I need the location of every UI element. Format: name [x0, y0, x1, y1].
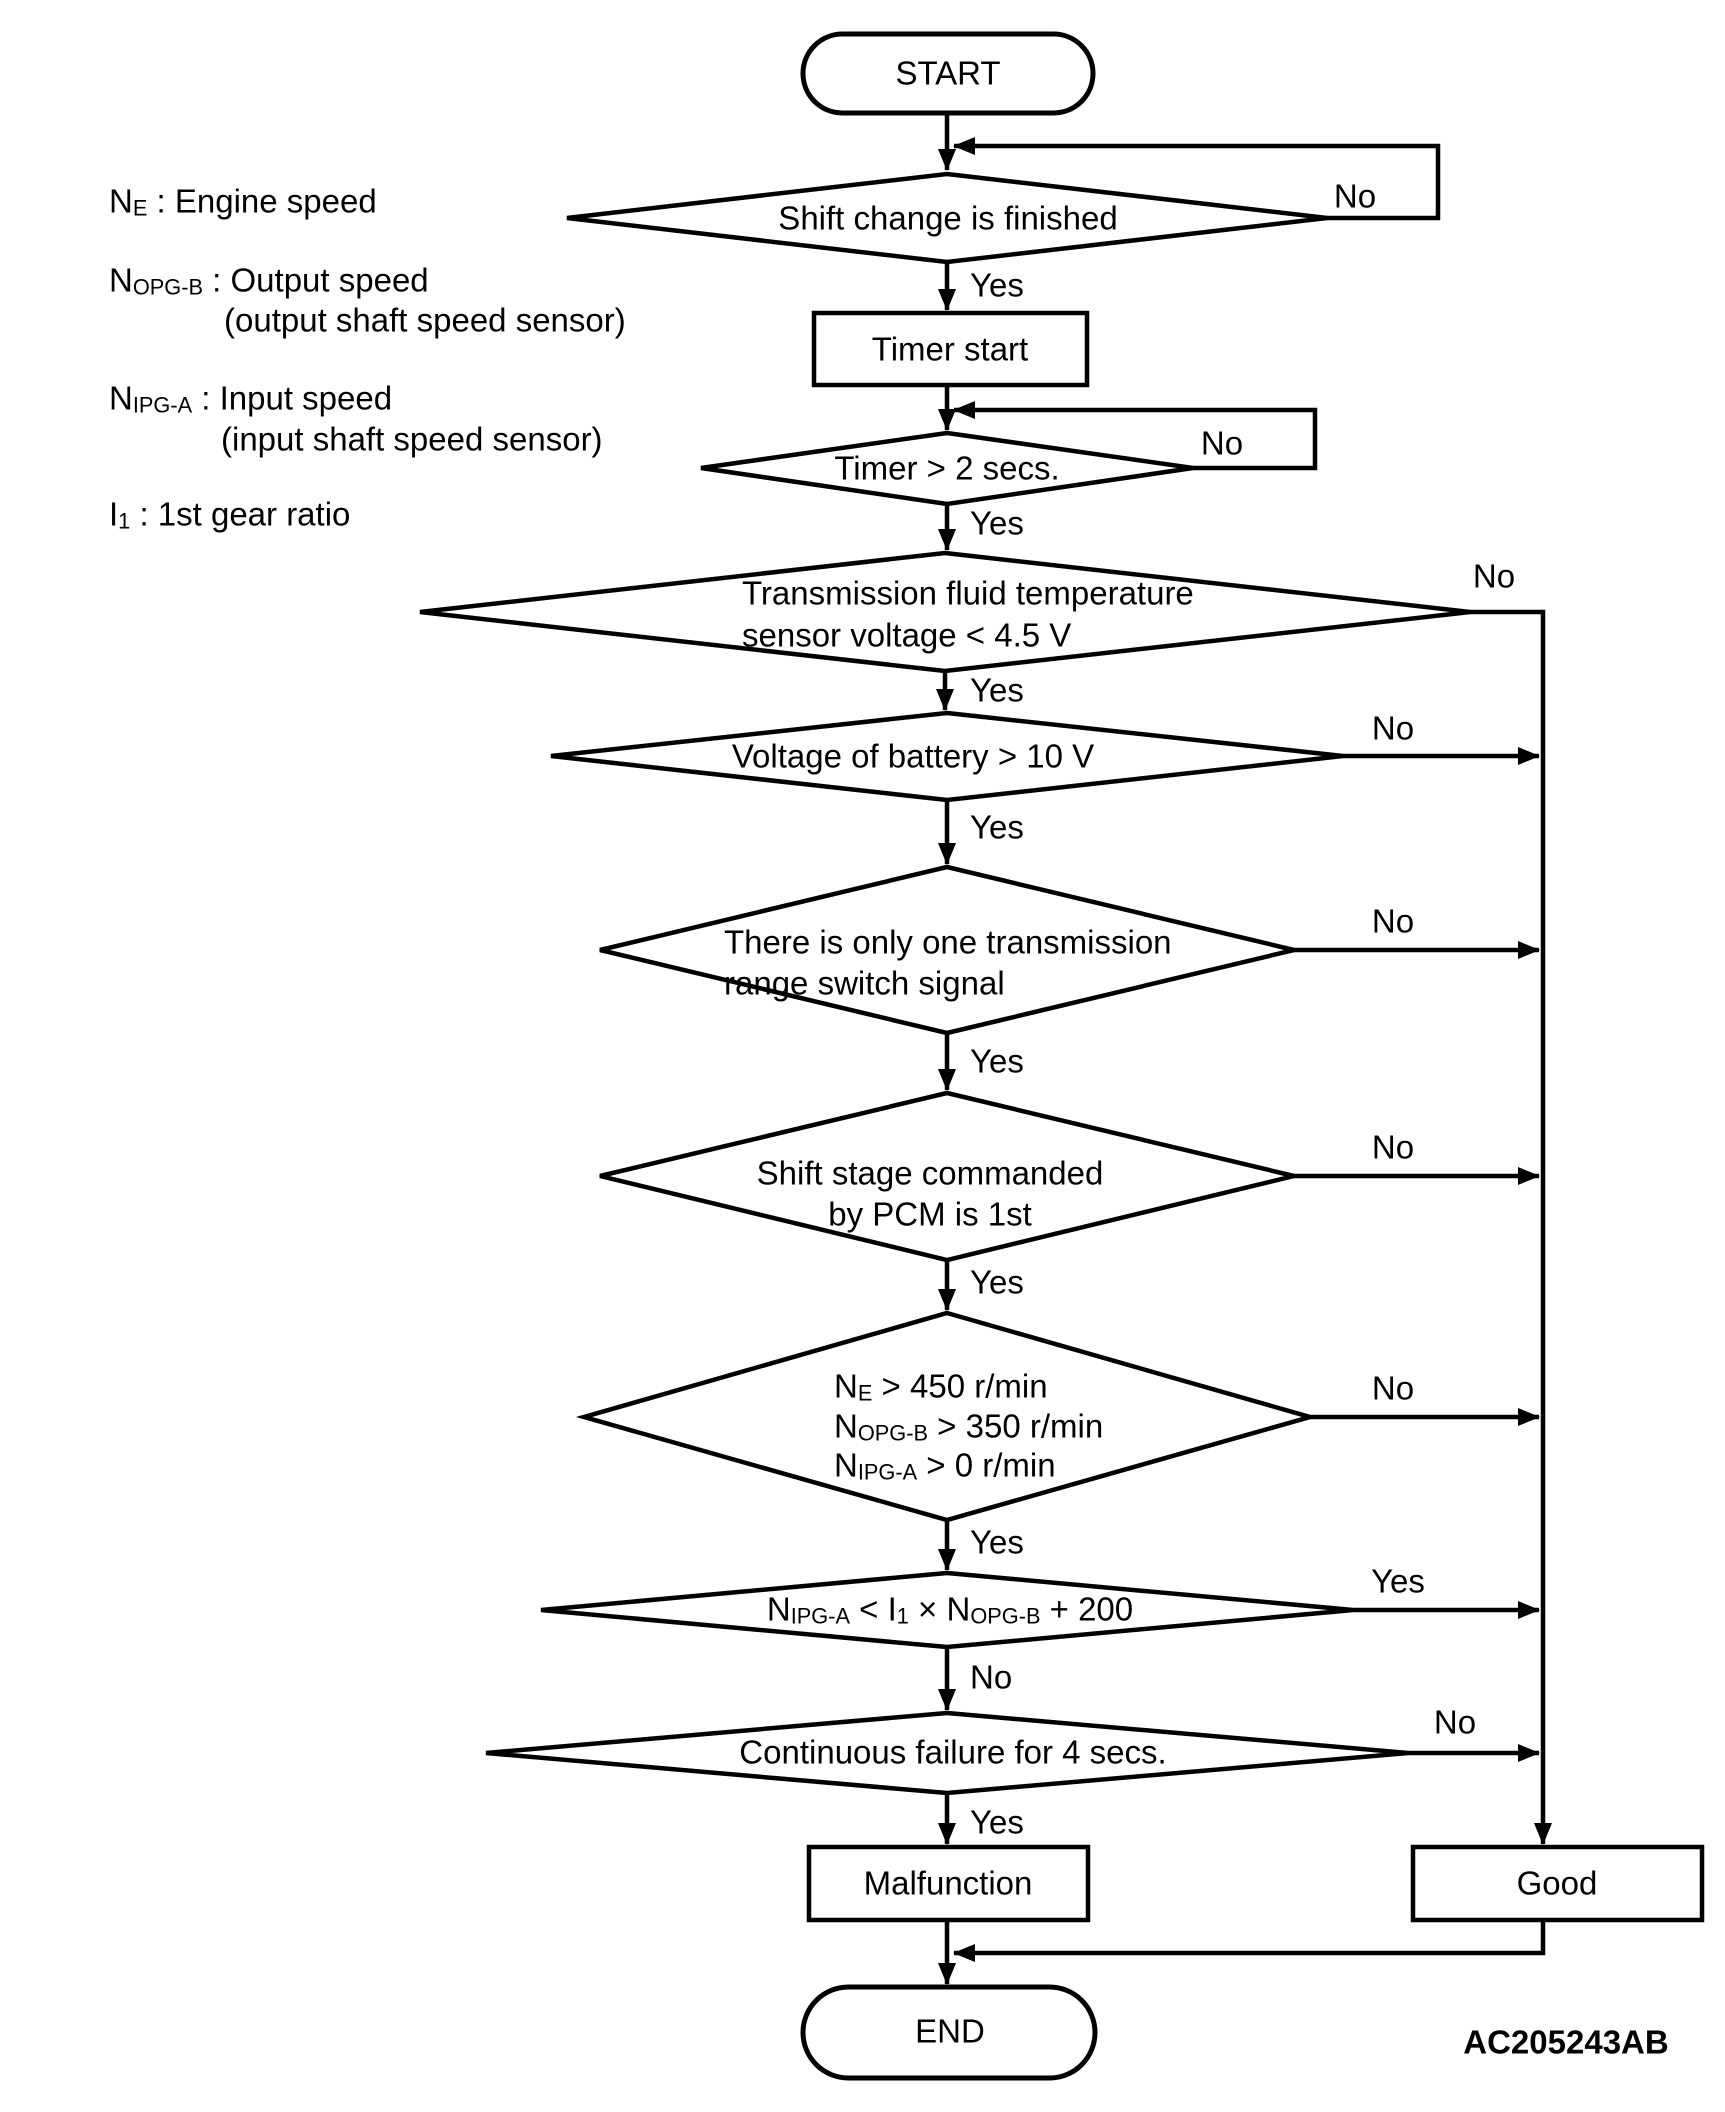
- decision-speeds-label-line1: NE > 450 r/min: [834, 1367, 1048, 1406]
- branch-label-speeds-yes: Yes: [970, 1523, 1024, 1561]
- end-node-shape: [800, 1984, 1098, 2081]
- decision-continuous-failure-label: Continuous failure for 4 secs.: [739, 1733, 1167, 1771]
- process-timer-start-shape: [811, 310, 1090, 388]
- decision-speeds-label-line2: NOPG-B > 350 r/min: [834, 1407, 1104, 1446]
- legend-item-engine-speed: NE : Engine speed: [109, 182, 377, 221]
- legend-note-output-speed: (output shaft speed sensor): [224, 301, 626, 339]
- branch-label-slip-check-no: No: [970, 1658, 1013, 1696]
- decision-shift-change-label: Shift change is finished: [778, 199, 1118, 237]
- loop-timer-check-no: [953, 401, 1318, 471]
- branch-label-fluid-temp-no: No: [1472, 557, 1516, 595]
- branch-label-battery-yes: Yes: [970, 808, 1024, 846]
- branch-label-shift-stage-no: No: [1371, 1128, 1415, 1166]
- figure-code: AC205243AB: [1463, 2023, 1669, 2061]
- loop-shift-change-no: [953, 137, 1441, 221]
- branch-label-shift-change-no: No: [1333, 177, 1377, 215]
- branch-label-timer-check-yes: Yes: [970, 504, 1024, 542]
- decision-range-switch-label-line1: There is only one transmission: [724, 923, 1172, 961]
- result-good-shape: [1410, 1844, 1705, 1923]
- branch-label-speeds-no: No: [1371, 1369, 1415, 1407]
- result-good-label: Good: [1516, 1864, 1598, 1902]
- decision-fluid-temp-label-line2: sensor voltage < 4.5 V: [742, 616, 1072, 654]
- decision-battery-label: Voltage of battery > 10 V: [731, 737, 1095, 775]
- branch-label-continuous-failure-yes: Yes: [970, 1803, 1024, 1841]
- rail-fluid-temp-no-to-good: [1470, 609, 1552, 1845]
- edge-good-to-end: [953, 1920, 1546, 1962]
- branch-label-timer-check-no: No: [1200, 424, 1244, 462]
- process-timer-start-label: Timer start: [871, 330, 1029, 368]
- branch-label-fluid-temp-yes: Yes: [970, 671, 1024, 709]
- branch-label-battery-no: No: [1371, 709, 1415, 747]
- start-node-label: START: [895, 54, 1001, 92]
- decision-timer-check-label: Timer > 2 secs.: [834, 449, 1060, 487]
- legend-item-input-speed: NIPG-A : Input speed: [109, 379, 393, 418]
- branch-label-slip-check-yes: Yes: [1371, 1562, 1425, 1600]
- decision-speeds-label-line3: NIPG-A > 0 r/min: [834, 1446, 1056, 1485]
- decision-shift-stage-label-line2: by PCM is 1st: [828, 1195, 1032, 1233]
- legend-item-output-speed: NOPG-B : Output speed: [109, 261, 429, 300]
- decision-slip-check-label: NIPG-A < I1 × NOPG-B + 200: [766, 1590, 1134, 1629]
- end-node-label: END: [915, 2012, 985, 2050]
- branch-label-range-switch-yes: Yes: [970, 1042, 1024, 1080]
- branch-label-range-switch-no: No: [1371, 902, 1415, 940]
- legend-note-input-speed: (input shaft speed sensor): [221, 420, 603, 458]
- branch-label-shift-change-yes: Yes: [970, 266, 1024, 304]
- branch-label-continuous-failure-no: No: [1433, 1703, 1477, 1741]
- result-malfunction-label: Malfunction: [863, 1864, 1033, 1902]
- decision-range-switch-label-line2: range switch signal: [724, 964, 1005, 1002]
- legend-item-gear-ratio: I1 : 1st gear ratio: [109, 495, 351, 534]
- decision-shift-stage-label-line1: Shift stage commanded: [756, 1154, 1104, 1192]
- decision-fluid-temp-label-line1: Transmission fluid temperature: [742, 574, 1194, 612]
- branch-label-shift-stage-yes: Yes: [970, 1263, 1024, 1301]
